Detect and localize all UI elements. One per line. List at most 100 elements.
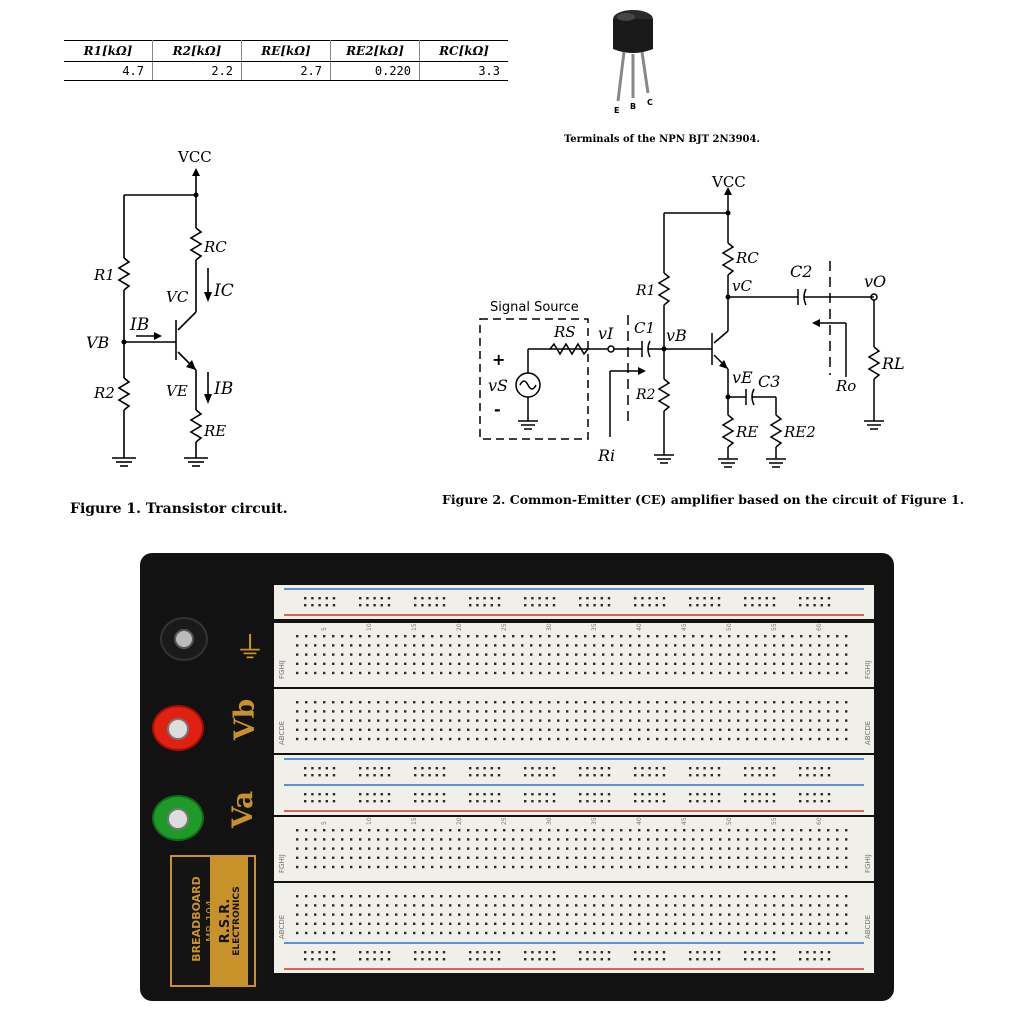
value-re: 2.7: [241, 61, 331, 81]
fig2-vo-label: vO: [864, 272, 886, 291]
vb-label: Vb: [228, 698, 262, 741]
value-r1: 4.7: [64, 61, 153, 81]
transistor-caption: Terminals of the NPN BJT 2N3904.: [564, 134, 760, 145]
figure2-circuit: VCC Signal Source RS vI C1 vB R1 R2 RC v…: [479, 173, 905, 468]
pin-c-lead: [640, 51, 650, 94]
fig1-ve-label: VE: [166, 382, 188, 400]
header-rc: RC[kΩ]: [419, 40, 508, 62]
va-label: Va: [226, 790, 260, 829]
terminal-strip-top-fghij-col-num-50: 50: [726, 623, 733, 631]
fig2-rc-label: RC: [735, 249, 759, 267]
fig2-ve-label: vE: [732, 368, 753, 387]
fig2-minus-label: -: [494, 400, 501, 419]
fig2-ri-label: Ri: [597, 446, 615, 465]
power-rail-3-holes[interactable]: [304, 793, 831, 803]
terminal-strip-bottom-fghij-col-num-15: 15: [411, 817, 418, 825]
terminal-strip-bottom-fghij-col-num-25: 25: [501, 817, 508, 825]
fig2-r2-label: R2: [635, 387, 656, 403]
terminal-strip-bottom-fghij-holes[interactable]: [296, 829, 848, 869]
fig2-vb-label: vB: [666, 326, 687, 345]
pin-c-label: C: [647, 98, 653, 107]
terminal-strip-top-fghij-col-num-45: 45: [681, 623, 688, 631]
terminal-strip-bottom-fghij-letters-right: FGHIJ: [864, 854, 872, 873]
terminal-strip-bottom-fghij-col-num-5: 5: [321, 821, 328, 825]
power-rail-4-holes[interactable]: [304, 951, 831, 961]
transistor-2n3904-image: E B C: [613, 10, 653, 115]
fig1-vcc-label: VCC: [177, 148, 212, 166]
table-header-row: R1[kΩ] R2[kΩ] RE[kΩ] RE2[kΩ] RC[kΩ]: [64, 40, 508, 62]
pin-b-label: B: [630, 102, 636, 111]
figure1-caption: Figure 1. Transistor circuit.: [70, 501, 288, 517]
table-value-row: 4.7 2.2 2.7 0.220 3.3: [64, 61, 508, 81]
fig2-c3-label: C3: [758, 372, 780, 391]
fig2-vi-label: vI: [598, 324, 614, 343]
header-r2: R2[kΩ]: [152, 40, 242, 62]
fig2-rl-label: RL: [881, 354, 905, 373]
terminal-strip-bottom-fghij-col-num-30: 30: [546, 817, 553, 825]
header-re2: RE2[kΩ]: [330, 40, 420, 62]
brand-subtitle: ELECTRONICS: [232, 886, 242, 956]
figure1-circuit: VCC RC R1 VC IC IB VB R2 VE IB RE: [86, 148, 234, 467]
terminal-strip-top-abcde-letters-left: ABCDE: [278, 721, 286, 745]
terminal-strip-top-fghij-col-num-20: 20: [456, 623, 463, 631]
fig1-ic-label: IC: [213, 281, 234, 301]
value-rc: 3.3: [419, 61, 508, 81]
fig1-r2-label: R2: [93, 384, 115, 402]
terminal-strip-bottom-fghij-col-num-40: 40: [636, 817, 643, 825]
fig1-ib-top-label: IB: [129, 315, 149, 335]
terminal-strip-bottom-fghij-col-num-60: 60: [816, 817, 823, 825]
fig2-ro-label: Ro: [835, 377, 856, 395]
ground-symbol-label: ⏚: [235, 631, 265, 666]
fig2-c1-label: C1: [634, 319, 655, 337]
power-rail-1: [274, 585, 874, 619]
terminal-strip-bottom-fghij-col-num-55: 55: [771, 817, 778, 825]
pin-e-label: E: [614, 106, 619, 115]
fig2-vc-label: vC: [732, 277, 752, 295]
terminal-strip-bottom-abcde-letters-left: ABCDE: [278, 915, 286, 939]
va-post[interactable]: [152, 795, 204, 841]
power-rail-4: [274, 939, 874, 973]
terminal-strip-top-fghij-col-num-40: 40: [636, 623, 643, 631]
resistor-table: R1[kΩ] R2[kΩ] RE[kΩ] RE2[kΩ] RC[kΩ] 4.7 …: [64, 40, 508, 81]
transistor-body: [613, 19, 653, 53]
fig2-r1-label: R1: [635, 283, 655, 299]
terminal-strip-bottom-fghij-letters-left: FGHIJ: [278, 854, 286, 873]
terminal-strip-bottom-abcde-holes[interactable]: [296, 895, 848, 935]
power-rail-3: [274, 781, 874, 815]
header-re: RE[kΩ]: [241, 40, 331, 62]
terminal-strip-top-fghij-col-num-30: 30: [546, 623, 553, 631]
terminal-strip-top-fghij-col-num-5: 5: [321, 627, 328, 631]
terminal-strip-bottom-abcde-letters-right: ABCDE: [864, 915, 872, 939]
terminal-strip-bottom-fghij-col-num-45: 45: [681, 817, 688, 825]
terminal-strip-top-fghij-col-num-25: 25: [501, 623, 508, 631]
value-re2: 0.220: [330, 61, 420, 81]
value-r2: 2.2: [152, 61, 242, 81]
fig1-vb-label: VB: [86, 333, 110, 352]
terminal-strip-top-abcde-holes[interactable]: [296, 701, 848, 741]
power-rail-2-holes[interactable]: [304, 767, 831, 777]
fig2-signal-source-label: Signal Source: [490, 300, 579, 315]
terminal-strip-bottom-fghij-col-num-50: 50: [726, 817, 733, 825]
terminal-strip-top-abcde-letters-right: ABCDE: [864, 721, 872, 745]
pin-e-lead: [616, 51, 626, 102]
fig1-re-label: RE: [203, 422, 226, 440]
fig2-c2-label: C2: [790, 262, 812, 281]
terminal-strip-top-fghij-holes[interactable]: [296, 635, 848, 675]
header-r1: R1[kΩ]: [64, 40, 153, 62]
vb-post[interactable]: [152, 705, 204, 751]
breadboard-base: ⏚ Vb Va BREADBOARD MB-104 R.S.R. ELECTRO…: [140, 553, 894, 1001]
terminal-strip-top-fghij-col-num-60: 60: [816, 623, 823, 631]
power-rail-1-holes[interactable]: [304, 597, 831, 607]
fig2-vcc-label: VCC: [711, 173, 746, 191]
terminal-strip-bottom-fghij-col-num-35: 35: [591, 817, 598, 825]
terminal-strip-top-fghij-col-num-15: 15: [411, 623, 418, 631]
terminal-strip-bottom-fghij-col-num-20: 20: [456, 817, 463, 825]
figure2-caption: Figure 2. Common-Emitter (CE) amplifier …: [442, 492, 965, 507]
brand-plate: BREADBOARD MB-104 R.S.R. ELECTRONICS: [170, 855, 256, 987]
fig2-rs-label: RS: [553, 323, 576, 341]
terminal-strip-top-fghij-letters-right: FGHIJ: [864, 660, 872, 679]
fig1-r1-label: R1: [93, 266, 115, 284]
ground-post[interactable]: [160, 617, 208, 661]
